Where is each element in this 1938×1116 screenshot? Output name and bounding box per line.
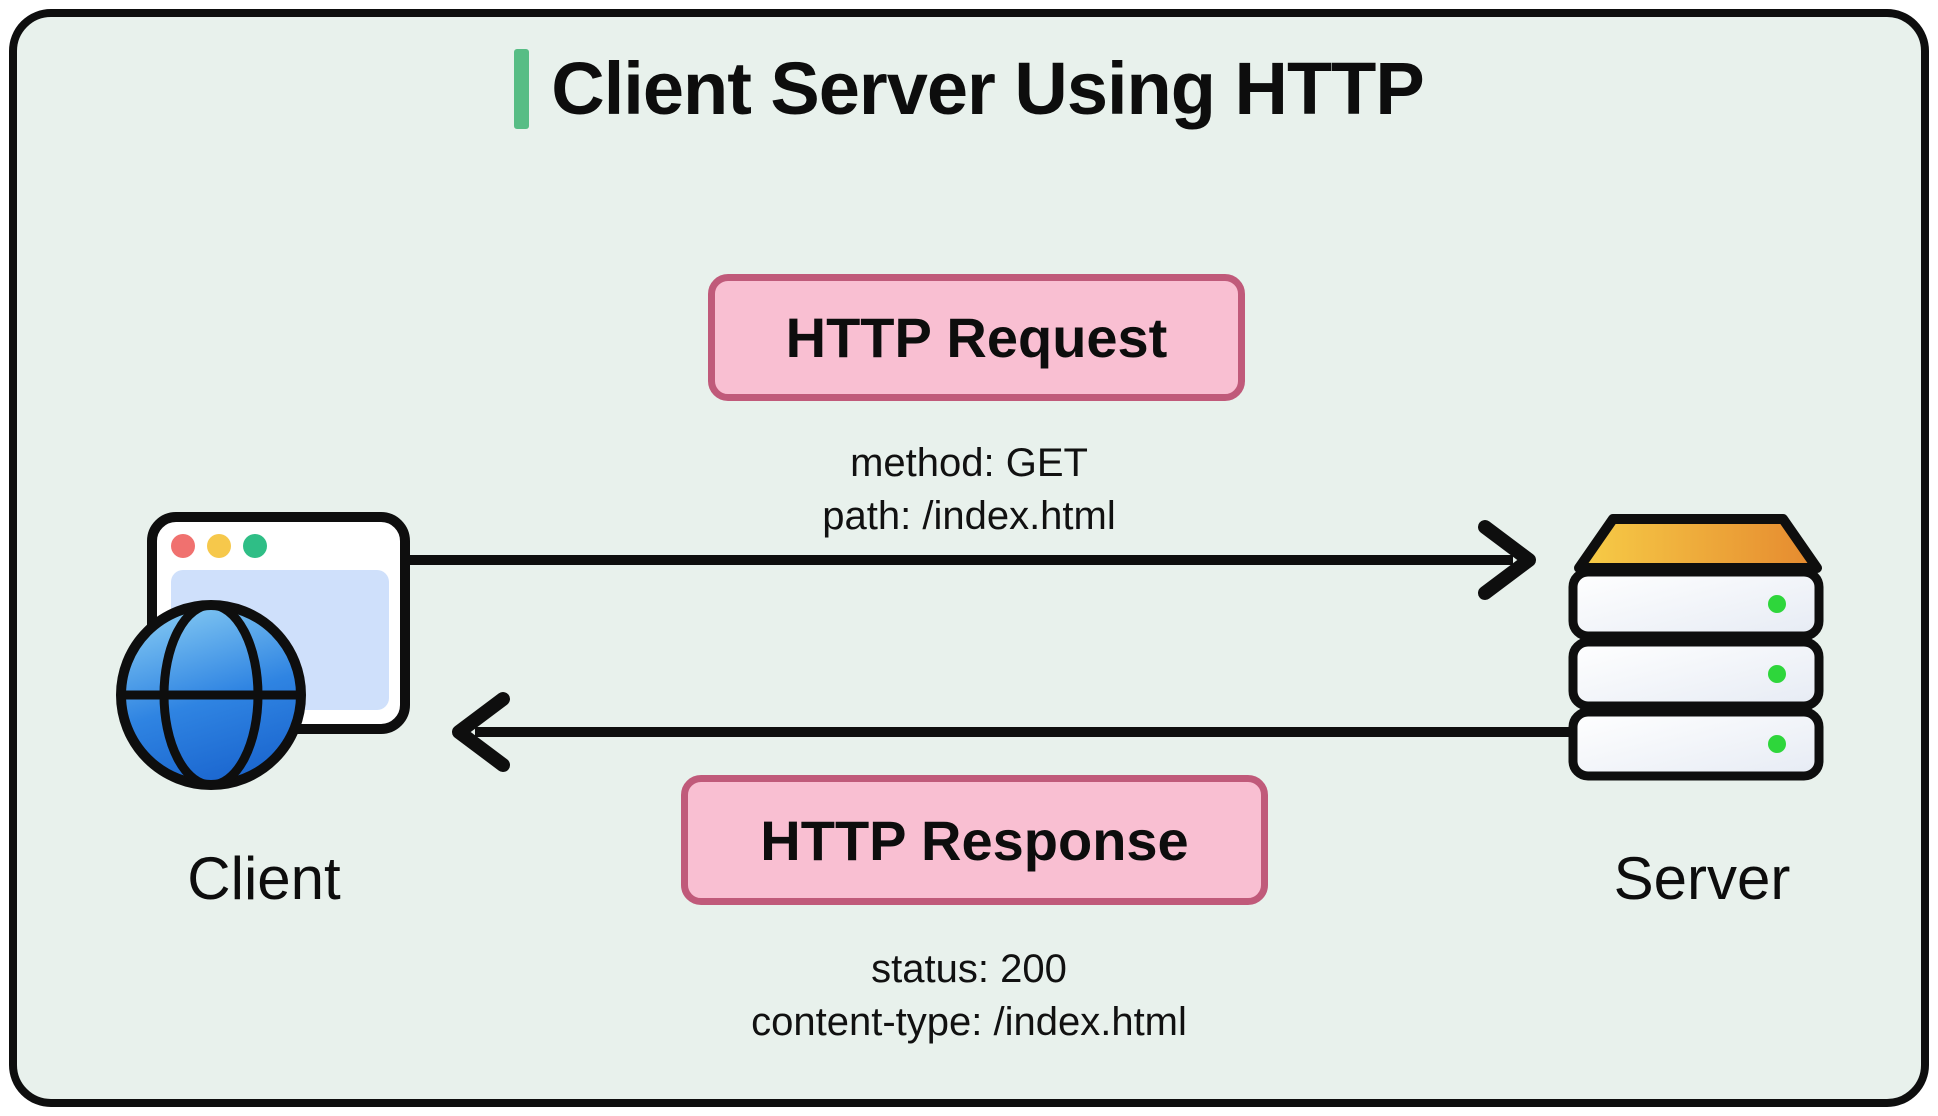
title-block: Client Server Using HTTP: [17, 47, 1921, 131]
response-status-text: status: 200: [871, 947, 1067, 991]
http-request-box: HTTP Request: [708, 274, 1245, 401]
server-label: Server: [1613, 845, 1791, 912]
http-request-label: HTTP Request: [785, 306, 1168, 369]
client-browser-window-icon: [116, 512, 410, 790]
diagram-canvas: Client Server Using HTTP: [9, 9, 1929, 1107]
server-led-green-dot: [1768, 665, 1786, 683]
http-response-box: HTTP Response: [681, 775, 1268, 905]
server-led-green-dot: [1768, 595, 1786, 613]
title-accent-bar: [514, 49, 530, 129]
request-path-text: path: /index.html: [822, 494, 1116, 538]
globe-icon: [116, 600, 306, 790]
response-details: status: 200 content-type: /index.html: [17, 943, 1921, 1049]
server-led-green-dot: [1768, 735, 1786, 753]
request-details: method: GET path: /index.html: [17, 437, 1921, 543]
http-response-label: HTTP Response: [760, 808, 1189, 872]
client-label: Client: [187, 845, 341, 912]
response-arrow-left-icon: [452, 692, 1573, 772]
page-title: Client Server Using HTTP: [551, 47, 1424, 130]
response-content-type-text: content-type: /index.html: [751, 1000, 1187, 1044]
request-method-text: method: GET: [850, 441, 1088, 485]
server-stack-icon: [1568, 514, 1824, 781]
